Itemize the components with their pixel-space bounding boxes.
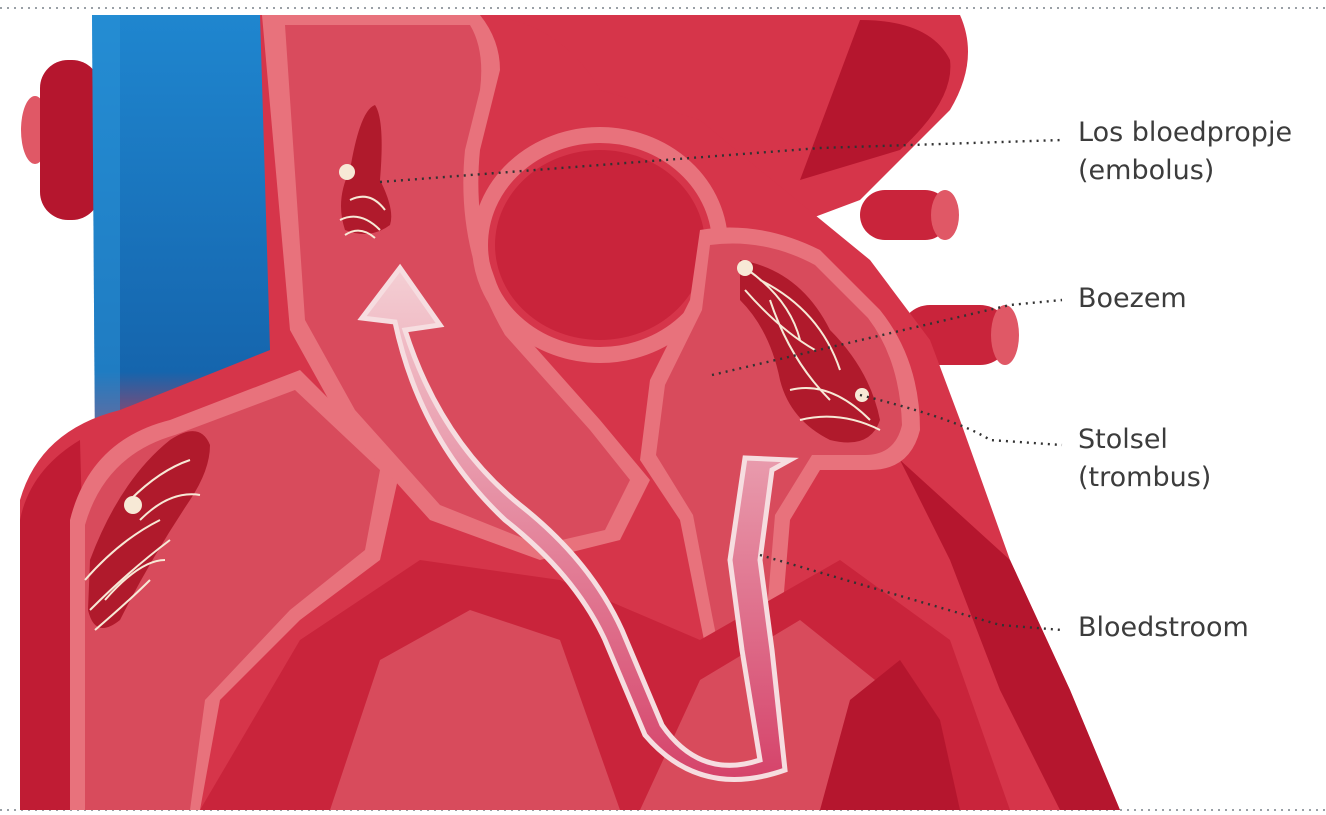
label-embolus-line1: Los bloedpropje (1078, 114, 1292, 152)
label-bloodflow: Bloedstroom (1078, 609, 1249, 647)
label-embolus-line2: (embolus) (1078, 152, 1292, 190)
label-atrium: Boezem (1078, 280, 1187, 318)
label-thrombus-line1: Stolsel (1078, 421, 1211, 459)
label-thrombus: Stolsel (trombus) (1078, 421, 1211, 497)
label-atrium-line1: Boezem (1078, 280, 1187, 318)
label-embolus: Los bloedpropje (embolus) (1078, 114, 1292, 190)
label-thrombus-line2: (trombus) (1078, 459, 1211, 497)
label-bloodflow-line1: Bloedstroom (1078, 609, 1249, 647)
